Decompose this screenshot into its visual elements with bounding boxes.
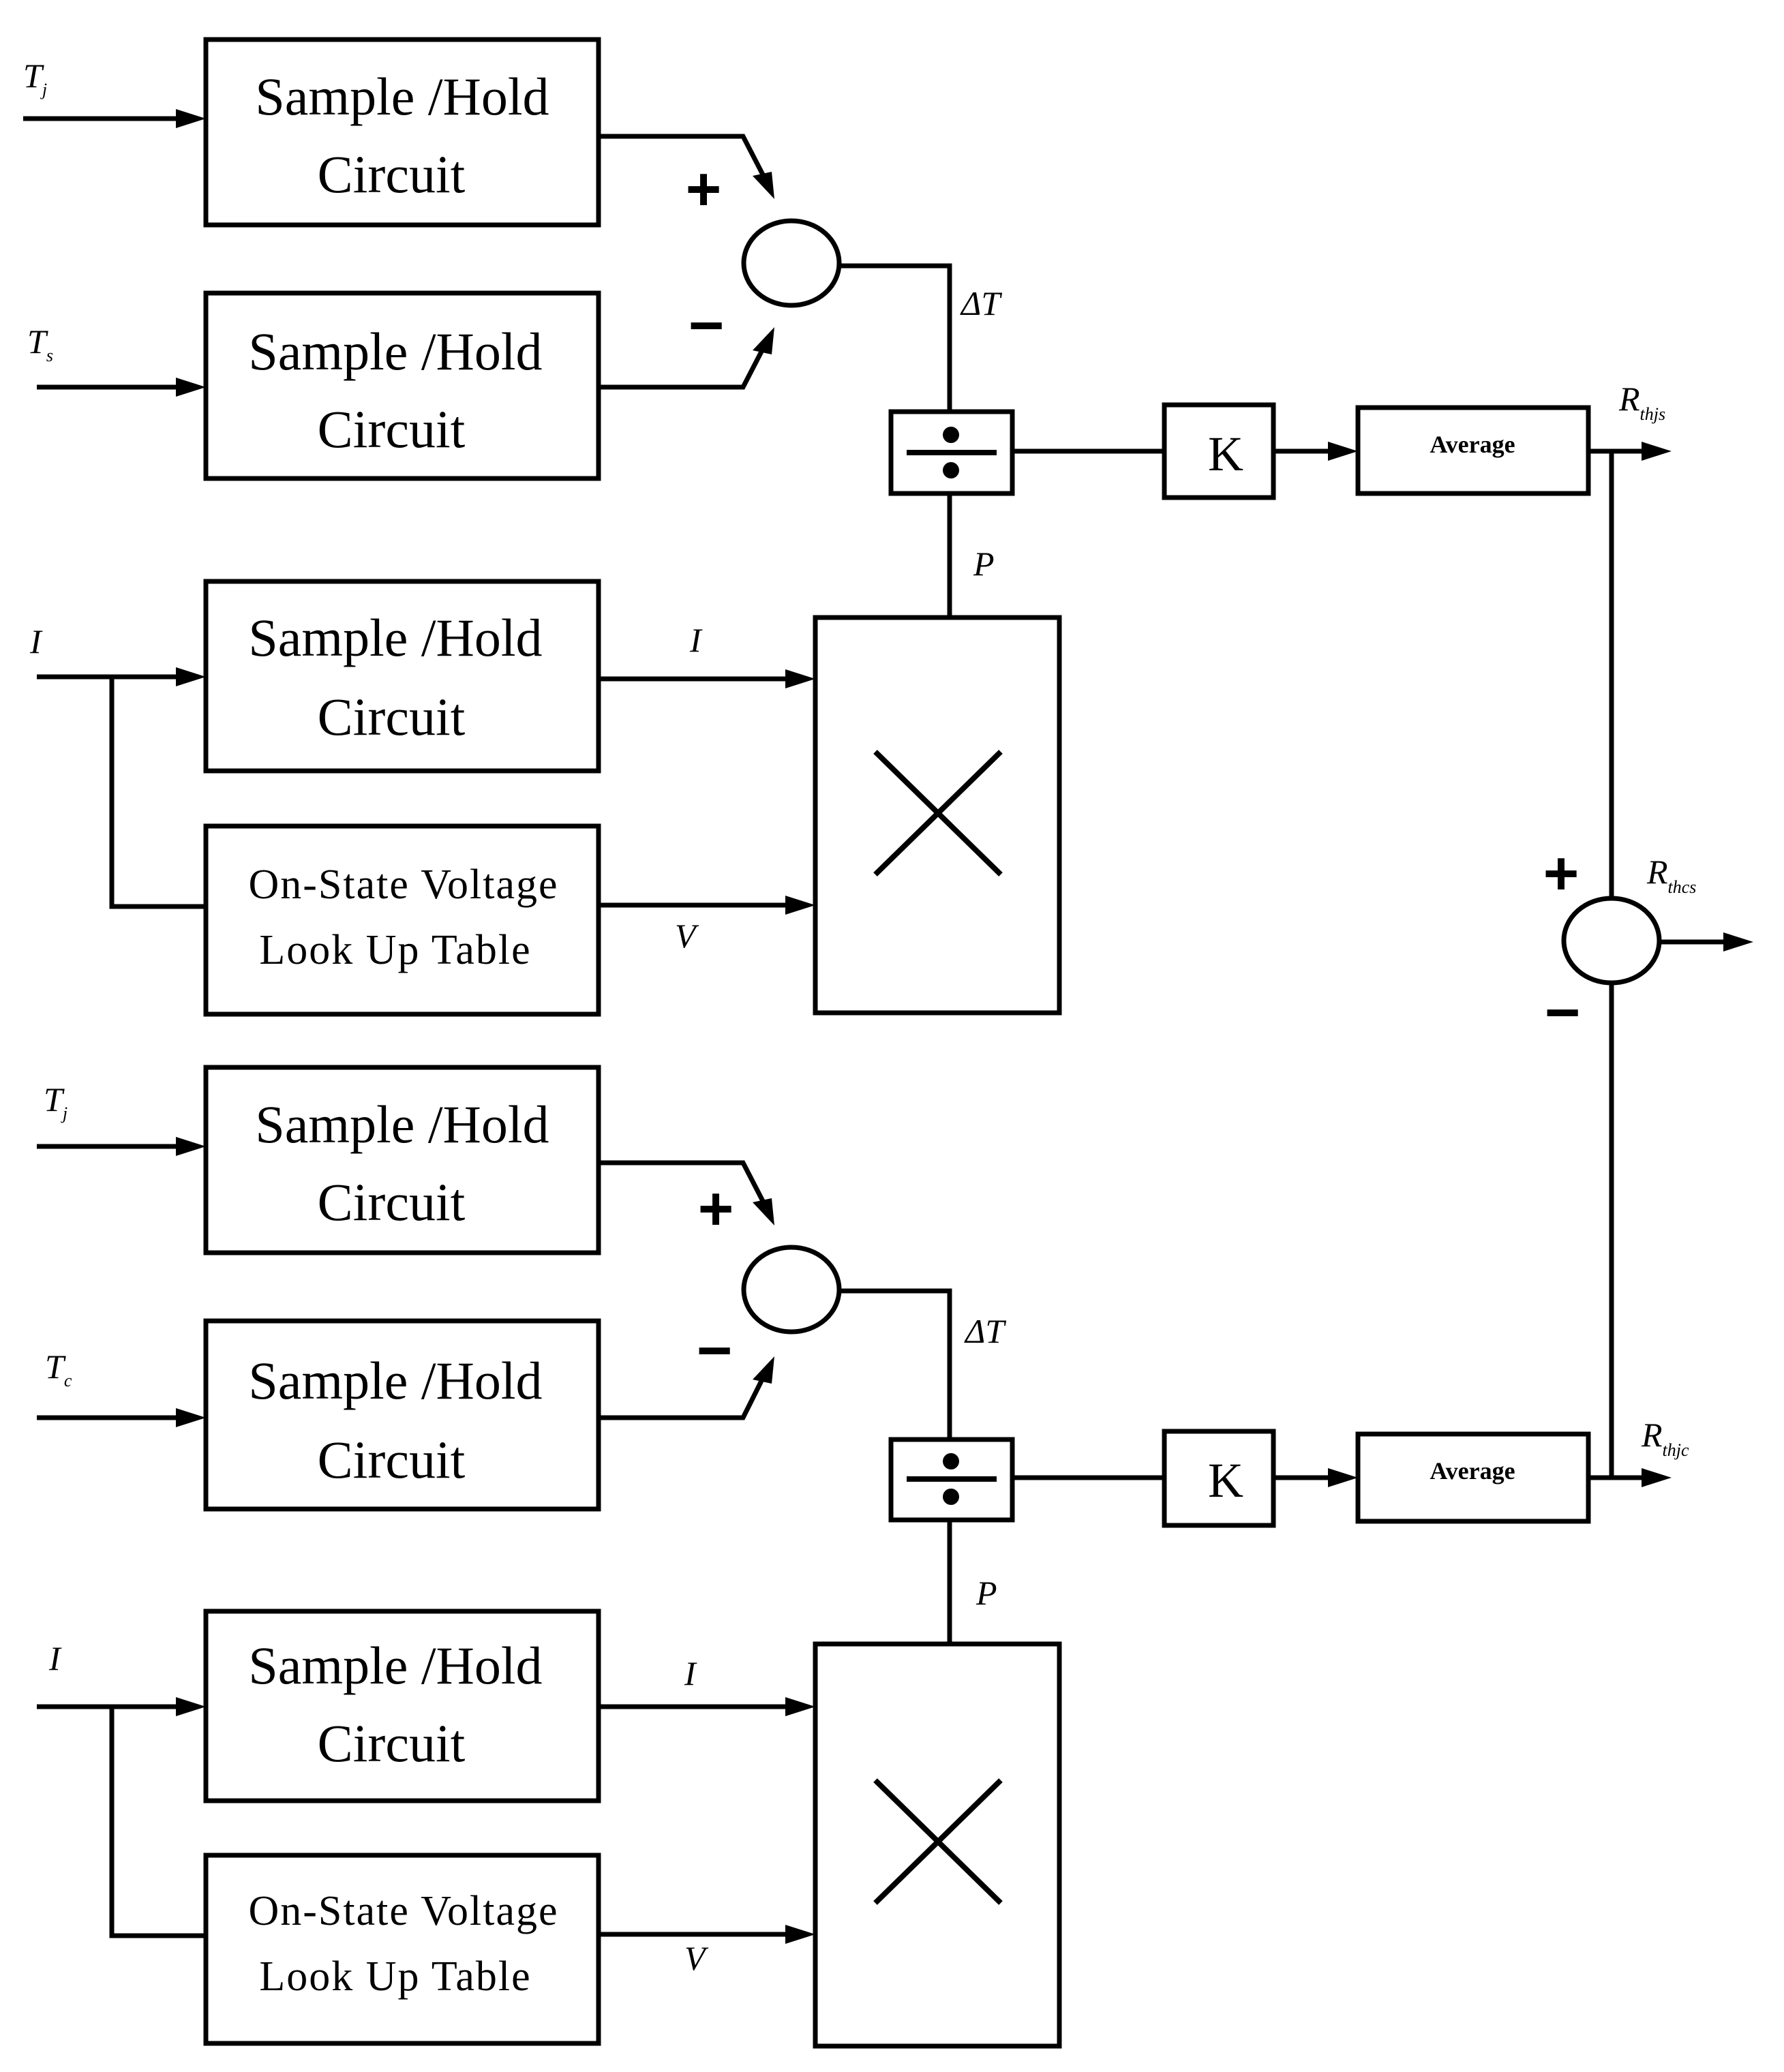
- final-output-label: Rthcs: [1646, 853, 1696, 897]
- upper-input-i-wire: [37, 667, 206, 909]
- lower-current-mid-label: I: [684, 1654, 697, 1692]
- division-dot-top: [943, 427, 959, 443]
- lower-plus-path: [599, 1160, 774, 1225]
- lower-input-i-wire: [37, 1697, 206, 1938]
- upper-junction-to-case-section: Sample /Hold Circuit Sample /Hold Circui…: [23, 37, 1672, 1017]
- upper-input-ts-wire: [37, 378, 206, 397]
- block-title-line1: Sample /Hold: [255, 1095, 549, 1154]
- lower-minus-sign: −: [697, 1317, 733, 1385]
- final-summing-junction-icon: [1561, 896, 1662, 986]
- upper-power-label: P: [973, 545, 995, 583]
- lower-input-tj-wire: [37, 1137, 206, 1156]
- block-title-line2: Circuit: [318, 399, 466, 459]
- lower-sample-hold-tc-block: Sample /Hold Circuit: [203, 1318, 601, 1512]
- average-label: Average: [1430, 1457, 1515, 1484]
- final-output-wire: [1659, 932, 1753, 951]
- lower-output-wire: [1588, 1468, 1672, 1487]
- lower-output-label: Rthjc: [1641, 1416, 1689, 1460]
- gain-label: K: [1208, 1453, 1243, 1508]
- upper-delta-t-label: ΔT: [960, 284, 1002, 322]
- upper-on-state-voltage-lut-block: On-State Voltage Look Up Table: [203, 823, 601, 1017]
- lower-sample-hold-tj-block: Sample /Hold Circuit: [203, 1065, 601, 1255]
- upper-input-tj-label: Tj: [23, 57, 47, 100]
- lower-average-block: Average: [1355, 1431, 1591, 1524]
- lut-title-line2: Look Up Table: [259, 927, 531, 973]
- upper-gain-to-average-wire: [1273, 442, 1358, 461]
- block-title-line1: Sample /Hold: [255, 67, 549, 126]
- final-minus-sign: −: [1545, 979, 1581, 1047]
- lower-delta-t-wire: [839, 1288, 952, 1439]
- final-subtraction-section: + − Rthcs: [1543, 451, 1753, 1478]
- division-dot-bottom: [943, 1489, 959, 1505]
- lower-gain-to-average-wire: [1273, 1468, 1358, 1487]
- average-label: Average: [1430, 431, 1515, 458]
- lower-input-current-label: I: [48, 1639, 62, 1677]
- upper-output-label: Rthjs: [1618, 380, 1665, 424]
- block-title-line2: Circuit: [318, 1172, 466, 1232]
- upper-sample-hold-ts-block: Sample /Hold Circuit: [203, 290, 601, 481]
- upper-minus-sign: −: [689, 292, 725, 360]
- lower-input-tc-wire: [37, 1408, 206, 1427]
- upper-voltage-label: V: [675, 917, 699, 955]
- upper-summing-junction-icon: [741, 218, 842, 308]
- lower-sample-hold-i-block: Sample /Hold Circuit: [203, 1609, 601, 1803]
- upper-plus-sign: +: [686, 155, 722, 224]
- block-title-line2: Circuit: [318, 1430, 466, 1489]
- block-title-line2: Circuit: [318, 144, 466, 204]
- lower-summing-junction-icon: [741, 1245, 842, 1335]
- lut-title-line1: On-State Voltage: [248, 862, 558, 908]
- lower-on-state-voltage-lut-block: On-State Voltage Look Up Table: [203, 1853, 601, 2046]
- lower-plus-sign: +: [698, 1175, 734, 1243]
- upper-output-wire: [1588, 442, 1672, 461]
- lower-junction-to-case-section: Sample /Hold Circuit Sample /Hold Circui…: [37, 1065, 1689, 2049]
- block-title-line1: Sample /Hold: [248, 608, 542, 667]
- lower-voltage-to-multiplier-wire: [599, 1925, 815, 1944]
- division-dot-top: [943, 1453, 959, 1469]
- upper-divide-block: [888, 409, 1015, 496]
- block-title-line2: Circuit: [318, 687, 466, 746]
- lower-divide-block: [888, 1437, 1015, 1523]
- division-dot-bottom: [943, 462, 959, 478]
- upper-gain-k-block: K: [1162, 402, 1276, 500]
- block-title-line1: Sample /Hold: [248, 1636, 542, 1695]
- upper-current-mid-label: I: [689, 621, 703, 659]
- upper-current-to-multiplier-wire: [599, 669, 815, 688]
- lut-title-line1: On-State Voltage: [248, 1888, 558, 1934]
- upper-sample-hold-tj-block: Sample /Hold Circuit: [203, 37, 601, 228]
- lower-input-tc-label: Tc: [45, 1347, 72, 1390]
- lut-title-line2: Look Up Table: [259, 1953, 531, 2000]
- lower-delta-t-label: ΔT: [964, 1312, 1006, 1350]
- lower-minus-path: [599, 1356, 774, 1420]
- lower-multiplier-block: [813, 1641, 1062, 2049]
- block-title-line1: Sample /Hold: [248, 1351, 542, 1410]
- lower-voltage-label: V: [684, 1939, 709, 1977]
- upper-input-tj-wire: [23, 109, 206, 128]
- lower-current-to-multiplier-wire: [599, 1697, 815, 1716]
- lower-input-tj-label: Tj: [44, 1080, 67, 1123]
- final-plus-sign: +: [1543, 840, 1579, 908]
- block-title-line2: Circuit: [318, 1713, 466, 1773]
- upper-delta-t-wire: [839, 263, 952, 412]
- block-title-line1: Sample /Hold: [248, 322, 542, 381]
- upper-average-block: Average: [1355, 405, 1591, 496]
- gain-label: K: [1208, 427, 1243, 481]
- lower-gain-k-block: K: [1162, 1429, 1276, 1528]
- upper-voltage-to-multiplier-wire: [599, 896, 815, 915]
- upper-minus-path: [599, 327, 774, 390]
- upper-input-current-label: I: [29, 622, 43, 660]
- upper-plus-path: [599, 134, 774, 199]
- lower-power-label: P: [976, 1574, 997, 1612]
- upper-multiplier-block: [813, 615, 1062, 1016]
- upper-input-ts-label: Ts: [27, 322, 53, 365]
- upper-sample-hold-i-block: Sample /Hold Circuit: [203, 579, 601, 774]
